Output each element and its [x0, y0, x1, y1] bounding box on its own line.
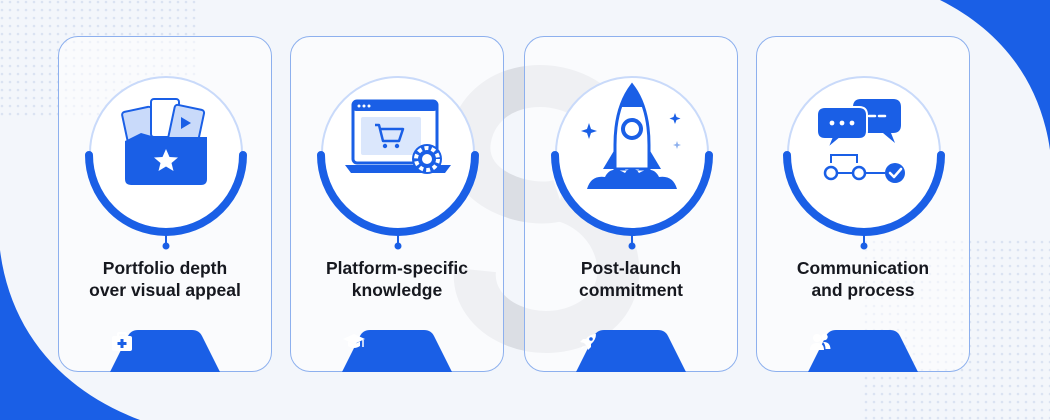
card-post-launch: Post-launch commitment — [524, 36, 738, 372]
users-icon — [810, 333, 831, 350]
card-tab[interactable] — [342, 330, 452, 372]
portfolio-folder-star-icon — [121, 98, 207, 185]
graduation-cap-icon — [343, 334, 365, 348]
card-art — [317, 76, 479, 250]
rocket-icon — [580, 334, 596, 350]
card-title-line2: and process — [811, 280, 915, 300]
card-title-line1: Post-launch — [580, 258, 682, 278]
card-title-line1: Portfolio depth — [102, 258, 228, 278]
card-title-line2: knowledge — [351, 280, 443, 300]
laptop-shopping-cart-gear-icon — [345, 99, 451, 174]
card-title-line1: Communication — [796, 258, 930, 278]
card-title-line1: Platform-specific — [326, 258, 468, 278]
card-art — [783, 76, 945, 250]
chat-bubbles-flow-icon — [816, 99, 905, 183]
rocket-launch-icon — [581, 82, 681, 189]
card-tab[interactable] — [576, 330, 686, 372]
card-title-line2: commitment — [578, 280, 684, 300]
medical-kit-icon — [112, 332, 132, 351]
card-art — [551, 76, 713, 250]
card-tab[interactable] — [808, 330, 918, 372]
card-tab[interactable] — [110, 330, 220, 372]
card-title-line2: over visual appeal — [89, 280, 241, 300]
card-communication: Communication and process — [756, 36, 970, 372]
card-art — [85, 76, 247, 250]
card-portfolio-depth: Portfolio depth over visual appeal — [58, 36, 272, 372]
card-platform-knowledge: Platform-specific knowledge — [290, 36, 504, 372]
